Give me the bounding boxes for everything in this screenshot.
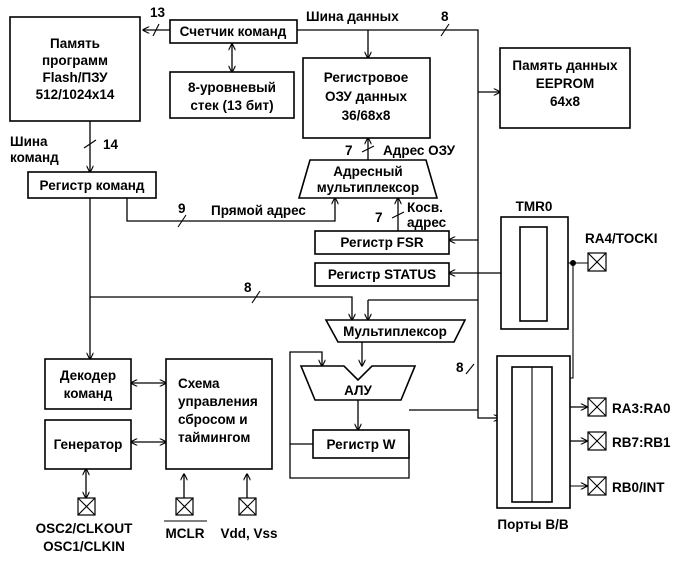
instruction-bus-label-2: команд <box>10 150 59 165</box>
ports-block: Порты В/В <box>496 355 571 532</box>
fsr-block: Регистр FSR <box>314 230 450 255</box>
decoder-line-1: Декодер <box>60 368 116 383</box>
stack-block: 8-уровневый стек (13 бит) <box>169 71 295 119</box>
address-mux-block: Адресный мультиплексор <box>297 159 439 199</box>
fsr-label: Регистр FSR <box>340 235 423 250</box>
status-label: Регистр STATUS <box>328 267 436 282</box>
w-register-label: Регистр W <box>327 437 396 452</box>
pin-osc: OSC2/CLKOUT OSC1/CLKIN <box>36 497 134 554</box>
register-ram-block: Регистровое ОЗУ данных 36/68x8 <box>302 57 431 139</box>
mux-label: Мультиплексор <box>343 324 447 339</box>
pin-vdd-vss-label: Vdd, Vss <box>220 526 277 541</box>
alu-label: АЛУ <box>344 383 372 398</box>
generator-block: Генератор <box>44 419 132 470</box>
program-memory-line-4: 512/1024x14 <box>36 87 115 102</box>
program-memory-line-3: Flash/ПЗУ <box>42 70 108 85</box>
control-line-1: Схема <box>178 376 220 391</box>
pin-rb7-rb1-label: RB7:RB1 <box>612 435 671 450</box>
w-register-block: Регистр W <box>312 429 410 459</box>
indirect-address-width: 7 <box>375 210 383 225</box>
direct-address-bus <box>126 198 335 222</box>
tmr0-block: TMR0 <box>500 199 569 330</box>
bus-labels: Шина данных 13 8 Шина команд 14 9 Прямой… <box>10 5 464 375</box>
instruction-register-block: Регистр команд <box>27 171 157 199</box>
indirect-address-label-1: Косв. <box>407 200 443 215</box>
control-line-3: сбросом и <box>178 412 248 427</box>
pin-vdd-vss: Vdd, Vss <box>220 497 278 541</box>
register-ram-line-2: ОЗУ данных <box>325 89 408 104</box>
control-block: Схема управления сбросом и таймингом <box>165 358 273 470</box>
pin-mclr-label: MCLR <box>166 526 205 541</box>
register-ram-line-1: Регистровое <box>324 70 409 85</box>
mux-bus <box>89 198 352 320</box>
tmr0-label: TMR0 <box>516 199 553 214</box>
pin-ra3-ra0: RA3:RA0 <box>587 397 671 417</box>
decoder-block: Декодер команд <box>44 358 132 410</box>
pin-rb7-rb1: RB7:RB1 <box>587 431 671 451</box>
pin-osc2-label: OSC2/CLKOUT <box>36 521 134 536</box>
data-bus-line <box>297 29 500 418</box>
generator-label: Генератор <box>54 437 123 452</box>
eeprom-line-1: Память данных <box>512 58 618 73</box>
control-line-4: таймингом <box>178 430 250 445</box>
address-mux-line-1: Адресный <box>333 164 402 179</box>
ram-address-width: 7 <box>345 143 353 158</box>
mux-block: Мультиплексор <box>324 319 467 343</box>
data-bus-label: Шина данных <box>306 9 399 24</box>
ports-bus-width: 8 <box>456 360 464 375</box>
control-line-2: управления <box>178 394 258 409</box>
stack-line-1: 8-уровневый <box>188 80 276 95</box>
w-to-alu-loop <box>289 351 322 444</box>
eeprom-block: Память данных EEPROM 64x8 <box>499 47 631 129</box>
pin-mclr: MCLR <box>164 497 207 541</box>
pin-rb0: RB0/INT <box>587 476 665 496</box>
pin-ra4-label: RA4/TOCKI <box>585 231 658 246</box>
program-memory-line-2: программ <box>42 53 108 68</box>
pc-bus-width: 13 <box>150 5 166 20</box>
pin-osc1-label: OSC1/CLKIN <box>43 539 125 554</box>
direct-address-label: Прямой адрес <box>211 203 306 218</box>
register-ram-line-3: 36/68x8 <box>342 108 391 123</box>
program-counter-block: Счетчик команд <box>169 19 298 44</box>
pin-ra3-ra0-label: RA3:RA0 <box>612 401 671 416</box>
stack-line-2: стек (13 бит) <box>190 98 273 113</box>
decoder-line-2: команд <box>64 386 113 401</box>
indirect-address-label-2: адрес <box>407 215 447 230</box>
program-memory-line-1: Память <box>50 36 100 51</box>
status-block: Регистр STATUS <box>314 262 450 287</box>
pin-rb0-label: RB0/INT <box>612 480 665 495</box>
eeprom-line-3: 64x8 <box>550 94 581 109</box>
program-counter-label: Счетчик команд <box>180 24 287 39</box>
alu-block: АЛУ <box>299 365 417 401</box>
mux-bus-width: 8 <box>244 280 252 295</box>
eeprom-line-2: EEPROM <box>536 76 595 91</box>
instruction-register-label: Регистр команд <box>40 178 145 193</box>
address-mux-line-2: мультиплексор <box>317 180 419 195</box>
connections <box>84 23 588 498</box>
pin-ra4: RA4/TOCKI <box>585 231 658 272</box>
w-feedback-loop <box>289 443 410 479</box>
program-memory-block: Память программ Flash/ПЗУ 512/1024x14 <box>9 16 141 122</box>
ram-address-label: Адрес ОЗУ <box>383 143 456 158</box>
data-bus-width: 8 <box>441 9 449 24</box>
direct-address-width: 9 <box>178 201 186 216</box>
instruction-bus-label-1: Шина <box>10 134 48 149</box>
ports-label: Порты В/В <box>497 517 568 532</box>
instruction-bus-width: 14 <box>103 137 119 152</box>
